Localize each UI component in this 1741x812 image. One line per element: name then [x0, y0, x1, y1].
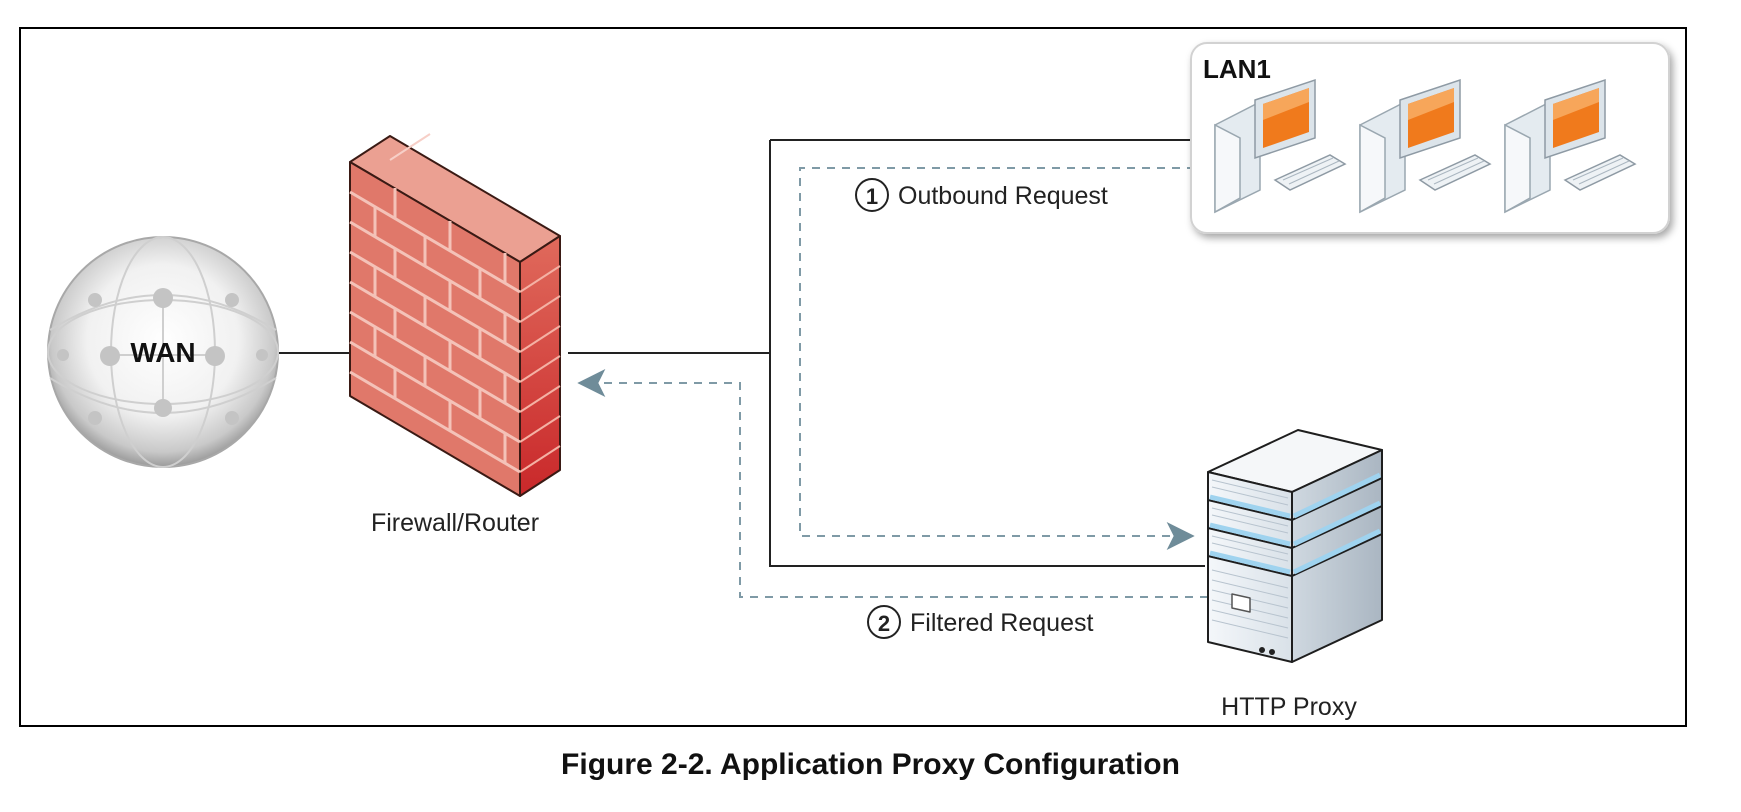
- outbound-request-path: [799, 167, 1195, 550]
- workstation-icon: [1214, 78, 1347, 214]
- proxy-label: HTTP Proxy: [1221, 693, 1357, 721]
- network-wires: [278, 139, 1205, 567]
- step-2-badge: [867, 605, 901, 639]
- step-2-label: 2 Filtered Request: [867, 605, 1093, 639]
- request-flow-paths: [577, 167, 1208, 598]
- http-proxy-server-icon: [1207, 429, 1383, 663]
- lan-label: LAN1: [1203, 54, 1271, 84]
- firewall-wall-icon: [349, 133, 561, 497]
- step-1-badge: [855, 178, 889, 212]
- figure-frame: [19, 27, 1687, 727]
- step-2-number: 2: [878, 611, 890, 636]
- firewall-label: Firewall/Router: [371, 509, 539, 537]
- workstation-icon: [1504, 78, 1637, 214]
- lan1-panel: LAN1: [1190, 42, 1670, 234]
- filtered-request-path: [577, 369, 1208, 598]
- backbone-link: [769, 140, 1205, 567]
- step-2-text: Filtered Request: [910, 609, 1093, 637]
- wall-mortar: [349, 188, 521, 474]
- step-1-text: Outbound Request: [898, 182, 1108, 210]
- wan-globe-icon: WAN: [47, 236, 279, 468]
- workstation-icon: [1359, 78, 1492, 214]
- wan-label: WAN: [130, 337, 195, 368]
- figure-caption: Figure 2-2. Application Proxy Configurat…: [561, 748, 1180, 781]
- step-1-number: 1: [866, 184, 878, 209]
- wall-side: [519, 235, 561, 497]
- step-1-label: 1 Outbound Request: [855, 178, 1108, 212]
